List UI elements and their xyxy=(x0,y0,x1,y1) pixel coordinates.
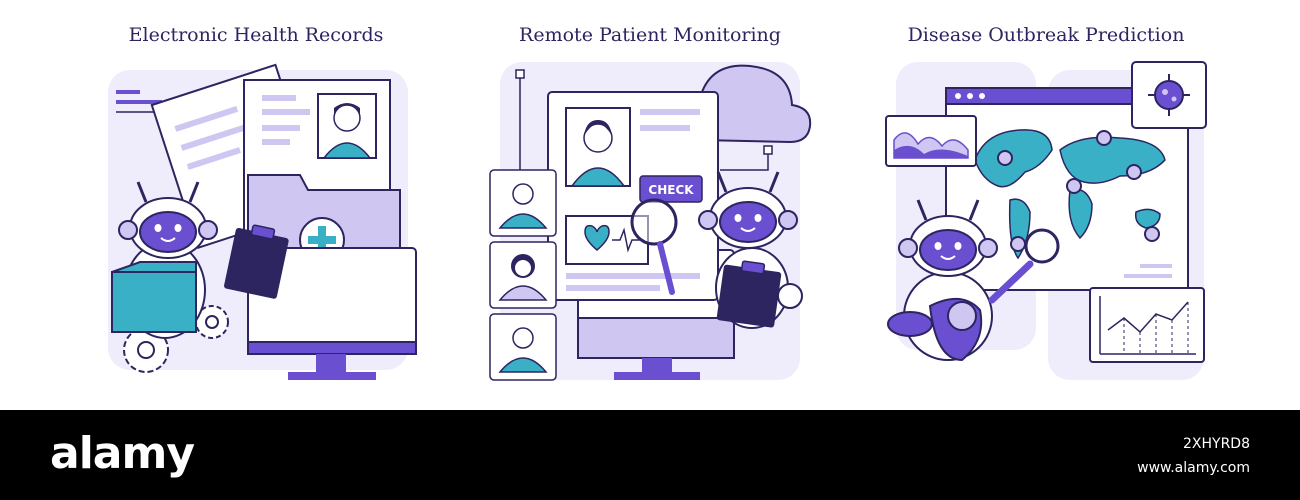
brand-logo: alamy xyxy=(50,428,195,479)
illustration-canvas: CHECK xyxy=(108,61,1207,381)
virus-icon xyxy=(1154,80,1184,110)
panel-outbreak xyxy=(885,61,1207,380)
magnifier-icon xyxy=(630,198,678,246)
panel-title-rpm: Remote Patient Monitoring xyxy=(519,24,781,46)
magnifier-icon xyxy=(1024,228,1060,264)
check-badge xyxy=(639,175,703,203)
image-id: 2XHYRD8 xyxy=(1183,436,1250,452)
clipboard xyxy=(716,260,782,328)
outbreak-markers xyxy=(997,130,1160,252)
panel-ehr xyxy=(108,63,417,380)
robot-outbreak xyxy=(887,198,1060,362)
site-url: www.alamy.com xyxy=(1137,460,1250,476)
panel-rpm: CHECK xyxy=(489,62,812,381)
panel-title-ehr: Electronic Health Records xyxy=(128,24,384,46)
robot-ehr xyxy=(111,180,289,339)
clipboard xyxy=(224,224,289,299)
panel-title-outbreak: Disease Outbreak Prediction xyxy=(907,24,1185,46)
robot-rpm xyxy=(697,170,803,329)
watermark-footer: alamy 2XHYRD8 www.alamy.com xyxy=(0,410,1300,500)
check-badge-label: CHECK xyxy=(648,183,694,197)
teal-folder xyxy=(111,271,197,333)
heart-icon xyxy=(584,224,610,251)
